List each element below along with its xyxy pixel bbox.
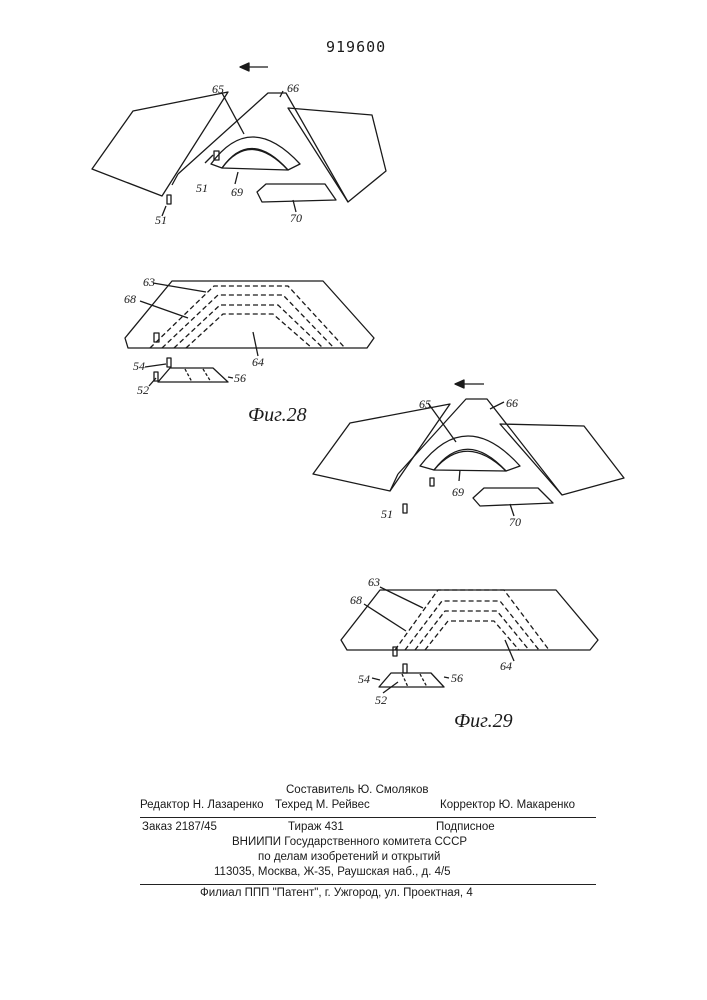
fig28-caption: Фиг.28 xyxy=(248,404,307,426)
compiler-line: Составитель Ю. Смоляков xyxy=(286,784,429,796)
subscription-line: Подписное xyxy=(436,821,495,833)
corrector-line: Корректор Ю. Макаренко xyxy=(440,799,575,811)
fig29-element-near-64 xyxy=(393,647,397,656)
fig29-direction-arrow xyxy=(455,380,484,388)
fig28-label-52: 52 xyxy=(137,383,149,397)
fig29-label-66: 66 xyxy=(506,396,518,410)
fig29-labels: 65 66 69 51 70 63 68 64 54 52 56 Фиг.29 xyxy=(350,396,521,732)
fig29-label-54: 54 xyxy=(358,672,370,686)
fig29-base-plate-64 xyxy=(341,590,598,650)
address-line: 113035, Москва, Ж-35, Раушская наб., д. … xyxy=(214,866,451,878)
fig28-label-65: 65 xyxy=(212,82,224,96)
fig29-central-gable-66 xyxy=(398,399,562,495)
fig29-right-wing xyxy=(500,424,624,495)
fig29-plate-70 xyxy=(473,488,553,506)
drawings-svg: 65 66 51 69 51 70 63 68 64 54 52 56 Фиг.… xyxy=(0,0,707,760)
circulation-line: Тираж 431 xyxy=(288,821,344,833)
fig28-labels: 65 66 51 69 51 70 63 68 64 54 52 56 Фиг.… xyxy=(124,81,307,426)
fig29-label-63: 63 xyxy=(368,575,380,589)
fig29-label-51: 51 xyxy=(381,507,393,521)
fig28-label-68: 68 xyxy=(124,292,136,306)
fig28-label-56: 56 xyxy=(234,371,246,385)
fig29-caption: Фиг.29 xyxy=(454,710,513,732)
fig28-label-51-lower: 51 xyxy=(155,213,167,227)
colophon-rule-top xyxy=(140,817,596,818)
fig28-plate-70 xyxy=(257,184,336,202)
branch-line: Филиал ППП "Патент", г. Ужгород, ул. Про… xyxy=(200,887,473,899)
fig28-label-70: 70 xyxy=(290,211,302,225)
fig29-label-70: 70 xyxy=(509,515,521,529)
fig29-arc-65 xyxy=(420,436,520,471)
fig28-element-54 xyxy=(167,358,171,367)
fig29-element-51 xyxy=(403,504,407,513)
fig28-sensor-56 xyxy=(158,368,228,382)
fig29-channel-63 xyxy=(395,590,549,650)
institute-line-2: по делам изобретений и открытий xyxy=(258,851,440,863)
fig28-label-54: 54 xyxy=(133,359,145,373)
fig28-lower-assembly xyxy=(125,281,374,386)
order-line: Заказ 2187/45 xyxy=(142,821,217,833)
fig29-sensor-56 xyxy=(379,673,444,687)
institute-line-1: ВНИИПИ Государственного комитета СССР xyxy=(232,836,467,848)
fig29-label-68: 68 xyxy=(350,593,362,607)
fig28-label-63: 63 xyxy=(143,275,155,289)
fig29-lower-assembly xyxy=(341,587,598,693)
fig28-label-69: 69 xyxy=(231,185,243,199)
fig29-label-56: 56 xyxy=(451,671,463,685)
drawings: 65 66 51 69 51 70 63 68 64 54 52 56 Фиг.… xyxy=(0,0,707,760)
fig28-direction-arrow xyxy=(240,63,268,71)
fig29-upper-assembly xyxy=(313,380,624,516)
fig28-label-66: 66 xyxy=(287,81,299,95)
fig29-window-69 xyxy=(434,451,506,471)
fig29-label-69: 69 xyxy=(452,485,464,499)
fig29-label-64: 64 xyxy=(500,659,512,673)
colophon-rule-bottom xyxy=(140,884,596,885)
fig29-element-small xyxy=(430,478,434,486)
fig28-element-51-lower xyxy=(167,195,171,204)
fig28-label-64: 64 xyxy=(252,355,264,369)
fig29-label-65: 65 xyxy=(419,397,431,411)
fig29-element-54 xyxy=(403,664,407,673)
fig28-label-51-upper: 51 xyxy=(196,181,208,195)
editor-line: Редактор Н. Лазаренко xyxy=(140,799,264,811)
techred-line: Техред М. Рейвес xyxy=(275,799,370,811)
fig29-label-52: 52 xyxy=(375,693,387,707)
